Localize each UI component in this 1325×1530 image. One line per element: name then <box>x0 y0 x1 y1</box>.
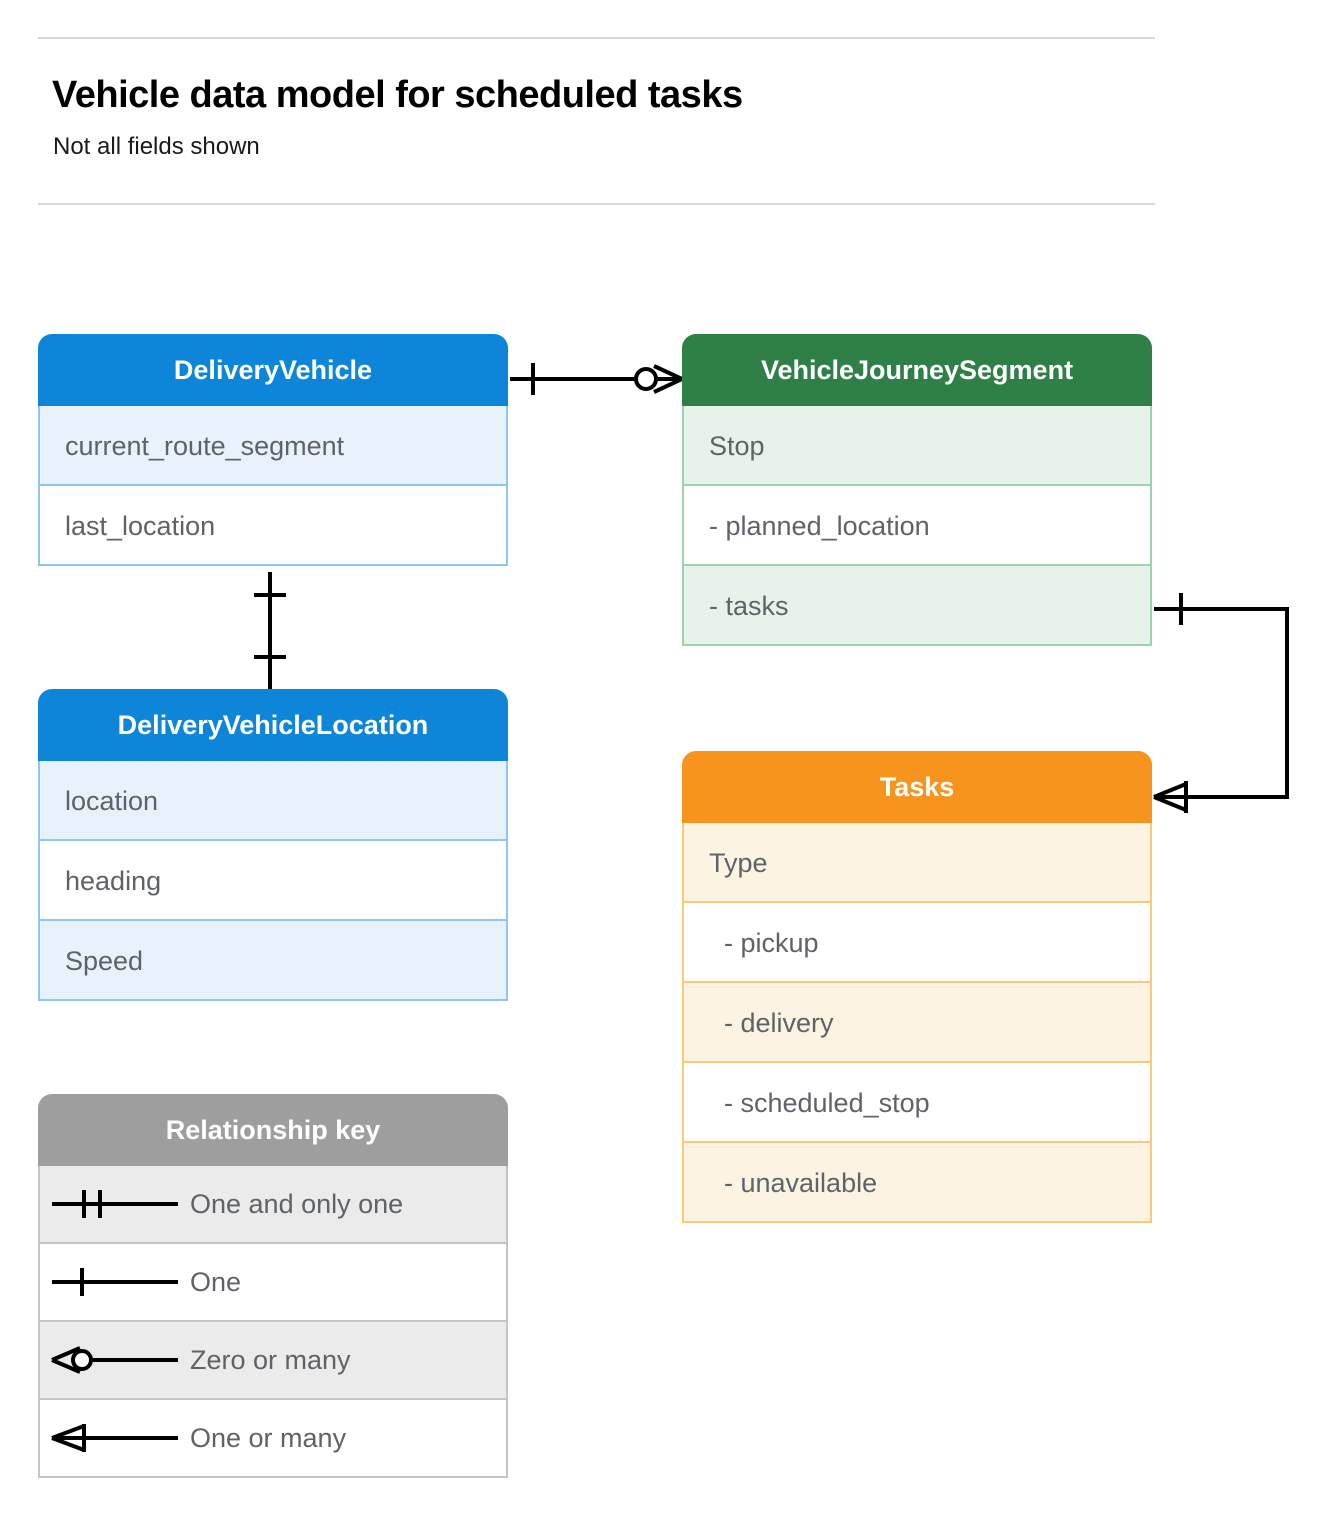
entity-field-row: Speed <box>38 921 508 1001</box>
entity-delivery-vehicle[interactable]: DeliveryVehicle current_route_segment la… <box>38 334 508 566</box>
connector-vehiclejourneysegment-tasks <box>1153 593 1289 813</box>
legend-item-one-and-only-one: One and only one <box>38 1166 508 1244</box>
entity-field-row: current_route_segment <box>38 406 508 486</box>
header-divider-top <box>38 37 1155 39</box>
zero-or-many-icon <box>40 1322 190 1398</box>
entity-vehicle-journey-segment[interactable]: VehicleJourneySegment Stop - planned_loc… <box>682 334 1152 646</box>
connector-deliveryvehicle-vehiclejourneysegment <box>510 363 683 395</box>
entity-field-row: heading <box>38 841 508 921</box>
entity-title-vehicle-journey-segment: VehicleJourneySegment <box>682 334 1152 406</box>
entity-field-row: - unavailable <box>682 1143 1152 1223</box>
entity-tasks[interactable]: Tasks Type - pickup - delivery - schedul… <box>682 751 1152 1223</box>
entity-field-row: - tasks <box>682 566 1152 646</box>
entity-field-row: - scheduled_stop <box>682 1063 1152 1143</box>
header-divider-bottom <box>38 203 1155 205</box>
entity-title-delivery-vehicle-location: DeliveryVehicleLocation <box>38 689 508 761</box>
one-and-only-one-icon <box>40 1166 190 1242</box>
entity-field-row: location <box>38 761 508 841</box>
legend-item-label: One and only one <box>190 1188 404 1219</box>
legend-item-label: One <box>190 1266 242 1297</box>
entity-field-row: - delivery <box>682 983 1152 1063</box>
legend-item-label: One or many <box>190 1422 347 1453</box>
one-icon <box>40 1244 190 1320</box>
legend-item-one: One <box>38 1244 508 1322</box>
entity-title-delivery-vehicle: DeliveryVehicle <box>38 334 508 406</box>
entity-title-tasks: Tasks <box>682 751 1152 823</box>
entity-delivery-vehicle-location[interactable]: DeliveryVehicleLocation location heading… <box>38 689 508 1001</box>
connector-deliveryvehicle-deliveryvehiclelocation <box>254 572 286 689</box>
legend-title: Relationship key <box>38 1094 508 1166</box>
legend-item-label: Zero or many <box>190 1344 351 1375</box>
legend-item-zero-or-many: Zero or many <box>38 1322 508 1400</box>
entity-field-row: Stop <box>682 406 1152 486</box>
one-or-many-icon <box>40 1400 190 1476</box>
page-title: Vehicle data model for scheduled tasks <box>52 74 743 116</box>
entity-field-row: Type <box>682 823 1152 903</box>
page-subtitle: Not all fields shown <box>53 133 260 160</box>
relationship-key-legend[interactable]: Relationship key One and only one One <box>38 1094 508 1478</box>
legend-item-one-or-many: One or many <box>38 1400 508 1478</box>
entity-field-row: last_location <box>38 486 508 566</box>
entity-field-row: - pickup <box>682 903 1152 983</box>
entity-field-row: - planned_location <box>682 486 1152 566</box>
